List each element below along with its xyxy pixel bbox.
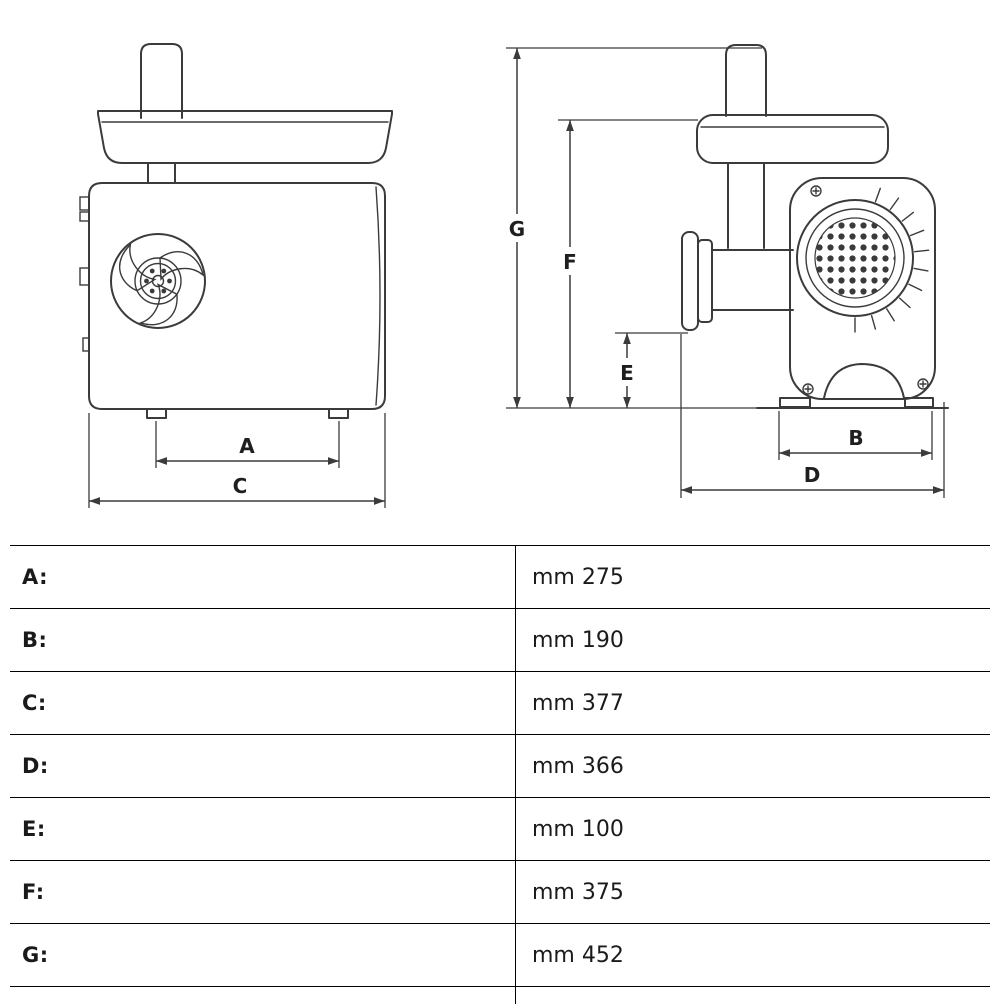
stub-left-cell xyxy=(10,987,515,1004)
auger-center xyxy=(151,274,165,288)
side-feed-tube xyxy=(725,44,767,117)
dimension-c: C xyxy=(88,413,386,508)
dimension-label-c: C xyxy=(233,474,248,498)
front-latch-mid xyxy=(79,267,90,286)
head-flange xyxy=(681,231,699,331)
front-neck xyxy=(147,162,176,183)
table-row: G: mm 452 xyxy=(10,923,990,986)
front-latch-low xyxy=(82,337,90,352)
dimension-label: B: xyxy=(22,628,48,652)
motor-housing xyxy=(789,177,936,400)
side-tray xyxy=(696,114,889,164)
dimension-g: G xyxy=(504,47,762,409)
auger-ring xyxy=(134,257,182,305)
table-stub-row xyxy=(10,986,990,1004)
front-foot-right xyxy=(328,408,349,419)
side-foot-right xyxy=(904,397,934,408)
table-row: D: mm 366 xyxy=(10,734,990,797)
side-view: G F E xyxy=(504,44,949,498)
cooling-fins xyxy=(854,187,930,333)
dimension-value: mm 375 xyxy=(515,861,990,923)
table-row: F: mm 375 xyxy=(10,860,990,923)
table-row: B: mm 190 xyxy=(10,608,990,671)
grinder-outer-ring xyxy=(110,233,206,329)
dimensions-table: A: mm 275 B: mm 190 C: mm 377 D: mm 366 … xyxy=(10,545,990,1004)
dimension-label: E: xyxy=(22,817,46,841)
side-neck xyxy=(727,163,765,249)
side-foot-left xyxy=(779,397,811,408)
auger-ring-inner xyxy=(139,262,177,300)
head-tube xyxy=(711,249,794,311)
front-body xyxy=(88,182,386,410)
dimension-value: mm 377 xyxy=(515,672,990,734)
vent-cover xyxy=(796,199,914,317)
table-row: A: mm 275 xyxy=(10,545,990,608)
dimension-value: mm 100 xyxy=(515,798,990,860)
front-latch-top2 xyxy=(79,211,90,222)
front-view: A C xyxy=(79,43,393,508)
dimension-b: B xyxy=(778,411,933,460)
dimension-label-d: D xyxy=(804,463,821,487)
dimension-label: G: xyxy=(22,943,49,967)
dimension-label-e: E xyxy=(620,361,634,385)
vent-ring xyxy=(805,208,905,308)
front-latch-top xyxy=(79,196,90,211)
knife-blade-2 xyxy=(138,283,178,326)
front-tray xyxy=(97,110,393,164)
knife-blade-1 xyxy=(159,251,205,281)
screw-bottom-right xyxy=(917,378,929,390)
stub-right-cell xyxy=(515,987,990,1004)
dimension-a: A xyxy=(155,421,340,468)
dimension-label-f: F xyxy=(563,250,577,274)
dimension-value: mm 190 xyxy=(515,609,990,671)
dimension-f: F xyxy=(557,119,698,408)
dimension-value: mm 275 xyxy=(515,546,990,608)
dimension-label-b: B xyxy=(848,426,863,450)
dimension-label: A: xyxy=(22,565,49,589)
dimension-e: E xyxy=(614,332,688,408)
head-ring xyxy=(697,239,713,323)
dimension-label-a: A xyxy=(239,434,255,458)
dimension-value: mm 366 xyxy=(515,735,990,797)
table-row: E: mm 100 xyxy=(10,797,990,860)
technical-drawing: A C xyxy=(79,43,949,508)
screw-top xyxy=(810,185,822,197)
plate-holes xyxy=(144,268,172,294)
dimension-label: D: xyxy=(22,754,49,778)
front-body-contour xyxy=(375,186,381,406)
grinder-dimension-drawing: A C xyxy=(79,43,949,508)
front-foot-left xyxy=(146,408,167,419)
dimension-label-g: G xyxy=(509,217,525,241)
dimension-label: F: xyxy=(22,880,45,904)
table-row: C: mm 377 xyxy=(10,671,990,734)
front-grinder-head xyxy=(110,233,206,329)
dimension-label: C: xyxy=(22,691,47,715)
dimension-d: D xyxy=(680,334,945,498)
vent-grille xyxy=(814,217,896,299)
screw-bottom-left xyxy=(802,383,814,395)
base-arch xyxy=(823,363,905,399)
front-feed-tube xyxy=(140,43,183,119)
dimension-value: mm 452 xyxy=(515,924,990,986)
knife-blade-3 xyxy=(118,243,157,292)
